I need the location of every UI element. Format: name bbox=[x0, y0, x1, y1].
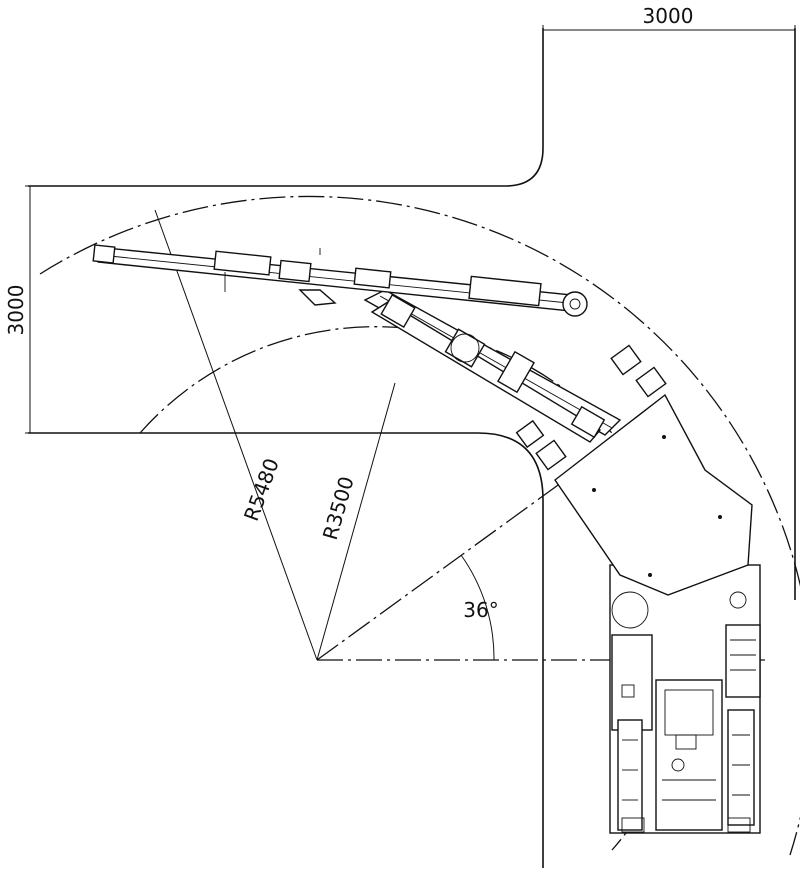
inner-radius-line bbox=[316, 382, 396, 661]
stabilizer-pads bbox=[515, 344, 667, 471]
boom-lower bbox=[370, 301, 602, 443]
right-cabinet bbox=[725, 624, 761, 698]
hose-reel bbox=[611, 591, 649, 629]
dimension-left-height: 3000 bbox=[4, 185, 36, 434]
centralizer bbox=[213, 250, 272, 276]
operator-canopy bbox=[554, 393, 753, 596]
hose-drum bbox=[562, 291, 588, 317]
outer-wall-line bbox=[28, 28, 544, 187]
outer-radius-label: R5480 bbox=[239, 455, 284, 524]
right-track bbox=[727, 709, 755, 826]
tunnel-walls bbox=[28, 28, 796, 868]
dimension-left-height-label: 3000 bbox=[4, 285, 28, 336]
left-track bbox=[617, 719, 643, 831]
inner-wall-line bbox=[28, 432, 544, 868]
boom-arm bbox=[363, 289, 622, 443]
angle-arc bbox=[460, 554, 495, 661]
boom-cylinder-mount bbox=[444, 328, 486, 368]
rock-drill bbox=[468, 275, 542, 307]
rig-chassis bbox=[609, 564, 761, 834]
dimension-top-width: 3000 bbox=[542, 4, 796, 36]
feed-beam bbox=[92, 244, 588, 317]
feed-tip bbox=[92, 244, 116, 264]
outer-turning-arc bbox=[39, 195, 800, 856]
feed-cradle bbox=[298, 289, 337, 306]
drilling-rig bbox=[92, 244, 761, 834]
engine-bay bbox=[655, 679, 723, 831]
left-cabinet bbox=[611, 634, 653, 731]
angle-label: 36° bbox=[463, 598, 498, 622]
dimension-top-width-label: 3000 bbox=[643, 4, 694, 28]
swing-angle-centerline bbox=[316, 479, 566, 661]
outer-radius-line bbox=[154, 209, 318, 661]
